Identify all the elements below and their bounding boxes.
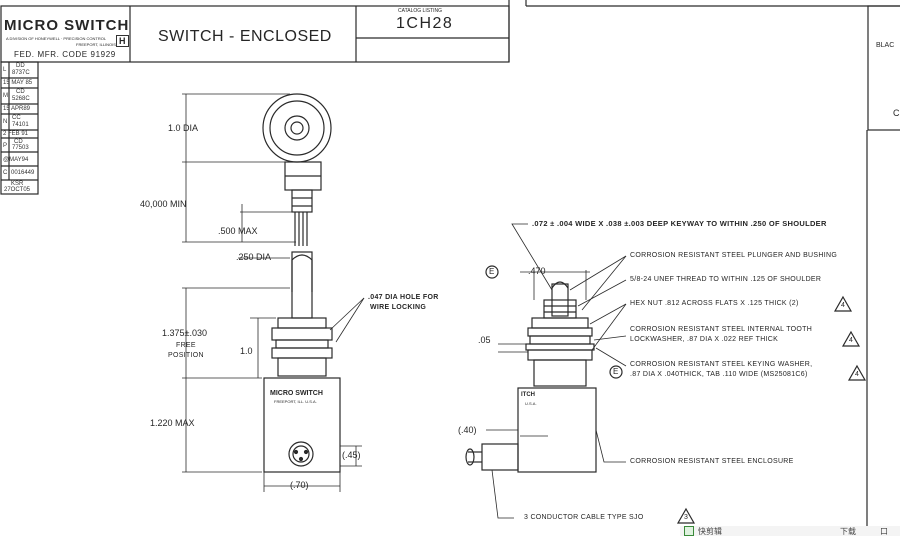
dim-500-max: .500 MAX [218,226,258,236]
body-brand-label: MICRO SWITCH [270,390,323,397]
rev-entry: CD [16,89,25,95]
taskbar-item-box[interactable]: 口 [880,527,888,536]
delta-number-keywasher: 4 [855,371,859,378]
rev-entry: CC [12,115,21,121]
free-label: FREE [176,342,196,349]
location-line: FREEPORT, ILLINOIS [76,42,116,47]
note-hexnut: HEX NUT .812 ACROSS FLATS X .125 THICK (… [630,300,799,307]
dim-470: .470 [528,266,546,276]
rev-entry: 8737C [12,70,30,76]
dim-paren-45: (.45) [342,450,361,460]
side-label-top: BLAC [876,42,895,49]
hole-note-line1: .047 DIA HOLE FOR [368,294,439,301]
note-keyway: .072 ± .004 WIDE X .038 ±.003 DEEP KEYWA… [532,219,827,228]
delta-marker-lockwasher [841,330,861,347]
delta-marker-hexnut [833,295,853,312]
rev-date: @MAY94 [3,157,29,163]
dim-05: .05 [478,335,491,345]
dim-one-zero: 1.0 [240,346,253,356]
rev-date: 15 APR89 [3,106,31,112]
rev-entry: KSR [11,181,24,187]
rev-code-l: L [3,67,7,73]
logo-badge: H [116,35,129,47]
rev-entry: 74101 [12,122,29,128]
switch-head-outer [262,93,332,163]
side-body-origin: U.S.A. [525,401,537,406]
rev-entry: 5268C [12,96,30,102]
rev-entry: 27OCT05 [4,187,31,193]
delta-number-hexnut: 4 [841,302,845,309]
dim-250-dia: .250 DIA [236,252,272,262]
delta-marker-cable [676,507,696,524]
position-label: POSITION [168,352,204,359]
catalog-number: 1CH28 [396,15,454,32]
e-marker-lower: E [613,367,619,376]
switch-body [263,377,341,473]
delta-number-lockwasher: 4 [849,337,853,344]
side-label-bottom: C [893,108,900,118]
dim-one-dia: 1.0 DIA [168,123,199,133]
rev-code-c: C [3,170,8,176]
rev-date: 15 MAY 85 [3,80,33,86]
delta-number-cable: 3 [684,514,688,521]
note-keywasher-1: CORROSION RESISTANT STEEL KEYING WASHER, [630,361,813,368]
company-logo: MICRO SWITCH [4,17,130,34]
rev-code-m: M [3,93,8,99]
rev-entry: 0016449 [11,170,35,176]
note-enclosure: CORROSION RESISTANT STEEL ENCLOSURE [630,458,794,465]
taskbar-item-download[interactable]: 下载 [840,527,856,536]
rev-date: 2 FEB 91 [3,131,29,137]
rev-entry: 77503 [12,145,29,151]
taskbar-app-icon[interactable] [684,526,694,536]
drawing-title: SWITCH - ENCLOSED [158,28,332,45]
rev-code-n: N [3,119,8,125]
dim-length-min: 40,000 MIN [140,199,187,209]
note-lockwasher-1: CORROSION RESISTANT STEEL INTERNAL TOOTH [630,326,813,333]
division-line: A DIVISION OF HONEYWELL · PRECISION CONT… [6,36,107,41]
note-keywasher-2: .87 DIA X .040THICK, TAB .110 WIDE (MS25… [630,371,808,378]
note-plunger: CORROSION RESISTANT STEEL PLUNGER AND BU… [630,252,838,259]
dim-paren-70: (.70) [290,480,309,490]
dim-1220-max: 1.220 MAX [150,418,195,428]
fed-mfr-code: FED. MFR. CODE 91929 [14,50,116,59]
delta-marker-keywasher [847,364,867,381]
catalog-label: CATALOG LISTING [398,8,442,14]
taskbar-strip: 快剪辑 下载 口 [680,526,900,536]
dim-free-position: 1.375±.030 [162,328,207,338]
e-marker-top: E [489,267,495,276]
note-lockwasher-2: LOCKWASHER, .87 DIA X .022 REF THICK [630,336,779,343]
hole-note-line2: WIRE LOCKING [370,304,427,311]
rev-entry: DD [16,63,25,69]
side-body-text: ITCH [521,392,535,398]
note-thread: 5/8-24 UNEF THREAD TO WITHIN .125 OF SHO… [630,276,822,283]
dim-paren-40: (.40) [458,425,477,435]
rev-entry: CD [14,139,23,145]
rev-code-p: P [3,143,8,149]
note-cable: 3 CONDUCTOR CABLE TYPE SJO [524,514,644,521]
body-origin-label: FREEPORT, ILL. U.S.A. [274,399,317,404]
taskbar-item-clip[interactable]: 快剪辑 [698,527,722,536]
